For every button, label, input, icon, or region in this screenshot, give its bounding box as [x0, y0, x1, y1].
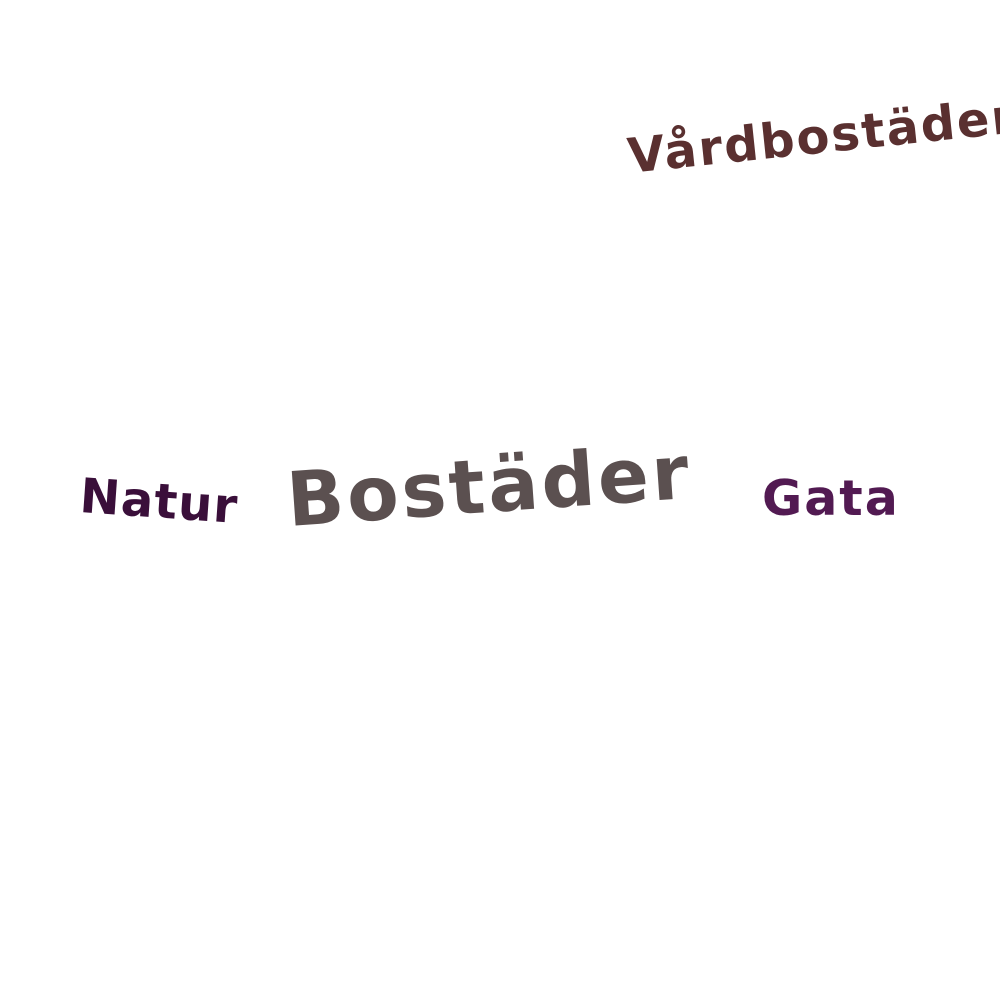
word-natur: Natur [78, 468, 240, 535]
word-gata: Gata [762, 470, 900, 527]
word-vardbostader: Vårdbostäder [625, 88, 1000, 185]
word-bostader: Bostäder [283, 427, 695, 544]
